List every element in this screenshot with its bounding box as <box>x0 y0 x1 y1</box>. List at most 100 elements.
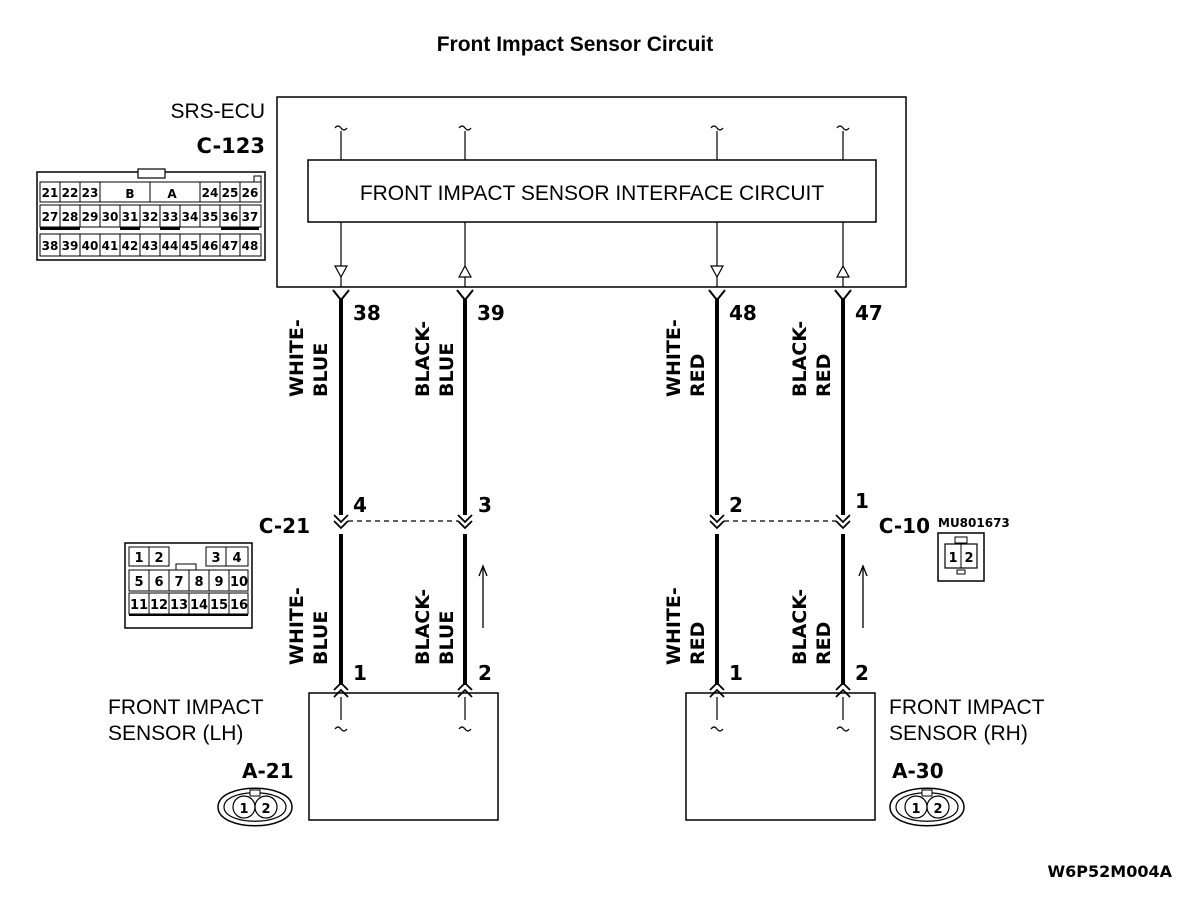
a30-pin: 1 <box>911 802 920 817</box>
c123-pin: 30 <box>102 210 119 224</box>
c123-pin: 40 <box>82 239 99 253</box>
junction-symbols <box>333 514 851 530</box>
figure-code: W6P52M004A <box>1048 862 1173 881</box>
c123-pin: 44 <box>162 239 179 253</box>
junction-right-label: C-10 <box>879 514 930 538</box>
wire-color-label: RED <box>813 354 835 397</box>
terminal-number: 2 <box>855 661 869 685</box>
wire-color-label: RED <box>687 354 709 397</box>
c123-pin: 21 <box>42 186 59 200</box>
c123-pin: 23 <box>82 186 99 200</box>
arrow-down-icon <box>333 265 349 279</box>
c21-pin: 7 <box>174 575 183 590</box>
terminal-number: 38 <box>353 301 381 325</box>
wire-color-label: WHITE- <box>663 587 685 665</box>
arrow-down-icon <box>709 265 725 279</box>
wire-color-label: RED <box>813 622 835 665</box>
c123-pin: 43 <box>142 239 159 253</box>
wire-color-label: WHITE- <box>663 319 685 397</box>
c21-pin: 4 <box>232 551 241 566</box>
c123-pin: 28 <box>62 210 79 224</box>
wire-color-label: RED <box>687 622 709 665</box>
c10-pin: 2 <box>964 551 973 566</box>
terminal-number: 4 <box>353 493 367 517</box>
c21-pin: 9 <box>214 575 223 590</box>
c123-pin: 26 <box>242 186 259 200</box>
junction-left-label: C-21 <box>259 514 310 538</box>
terminal-number: 1 <box>729 661 743 685</box>
interface-circuit-box <box>307 159 877 223</box>
break-symbol <box>458 726 472 732</box>
wire-color-labels-lower: WHITE- BLUE BLACK- BLUE WHITE- RED BLACK… <box>286 587 835 665</box>
break-symbol <box>710 726 724 732</box>
c123-connector-face: 21 22 23 B A 24 25 26 27 28 29 <box>36 168 266 261</box>
c21-pin: 11 <box>130 598 148 613</box>
terminal-number: 1 <box>855 489 869 513</box>
c123-pin: 29 <box>82 210 99 224</box>
c21-pin: 13 <box>170 598 188 613</box>
a21-pin: 2 <box>261 802 270 817</box>
terminal-number: 48 <box>729 301 757 325</box>
harness-wires <box>339 298 845 685</box>
sensor-rh-connector-label: A-30 <box>892 759 944 783</box>
sensor-terminal-symbols <box>333 681 851 698</box>
c123-pin: 32 <box>142 210 159 224</box>
a21-pin: 1 <box>239 802 248 817</box>
wire-color-label: BLACK- <box>789 589 811 665</box>
c123-pin: 46 <box>202 239 219 253</box>
a30-connector-face: 1 2 <box>889 787 965 827</box>
break-symbol <box>458 125 472 131</box>
sensor-rh-label-line1: FRONT IMPACT <box>889 696 1045 719</box>
wire-color-label: BLACK- <box>412 589 434 665</box>
break-symbol <box>334 726 348 732</box>
a30-pin: 2 <box>933 802 942 817</box>
a21-connector-face: 1 2 <box>217 787 293 827</box>
c10-pin: 1 <box>948 551 957 566</box>
diagram-title: Front Impact Sensor Circuit <box>437 33 714 56</box>
c123-pin: A <box>167 187 177 201</box>
c21-pin: 5 <box>134 575 143 590</box>
direction-arrows <box>478 564 868 628</box>
arrow-up-icon <box>835 264 851 278</box>
wire-color-label: BLUE <box>310 611 332 665</box>
wire-color-label: BLUE <box>436 343 458 397</box>
ecu-internal-lines <box>333 125 851 287</box>
c123-pin: 24 <box>202 186 219 200</box>
c21-pin: 10 <box>230 575 248 590</box>
wire-color-label: WHITE- <box>286 319 308 397</box>
front-impact-sensor-rh: FRONT IMPACT SENSOR (RH) A-30 1 2 <box>685 692 1045 827</box>
terminal-number: 3 <box>478 493 492 517</box>
c123-pin: 38 <box>42 239 59 253</box>
ecu-terminal-forks <box>332 289 852 302</box>
ecu-label: SRS-ECU <box>170 100 265 123</box>
c21-pin: 3 <box>211 551 220 566</box>
c21-pin: 12 <box>150 598 168 613</box>
c21-pin: 8 <box>194 575 203 590</box>
c123-pin: B <box>125 187 134 201</box>
c21-connector-face: 1 2 3 4 5 6 7 8 9 10 11 12 13 14 15 16 <box>124 542 253 629</box>
sensor-lh-label-line1: FRONT IMPACT <box>108 696 264 719</box>
sensor-lh-label-line2: SENSOR (LH) <box>108 722 243 745</box>
part-number: MU801673 <box>938 516 1010 530</box>
arrow-up-icon <box>457 264 473 278</box>
c21-pin: 14 <box>190 598 208 613</box>
terminal-number: 47 <box>855 301 883 325</box>
c123-pin: 27 <box>42 210 59 224</box>
c10-connector-face: 1 2 <box>937 532 985 582</box>
c123-pin: 33 <box>162 210 179 224</box>
c123-pin: 31 <box>122 210 139 224</box>
break-symbol <box>710 125 724 131</box>
c123-pin: 25 <box>222 186 239 200</box>
front-impact-sensor-lh: FRONT IMPACT SENSOR (LH) A-21 1 2 <box>108 692 499 827</box>
c21-pin: 6 <box>154 575 163 590</box>
c123-pin: 42 <box>122 239 139 253</box>
wire-color-label: BLUE <box>310 343 332 397</box>
c21-pin: 2 <box>154 551 163 566</box>
c123-pin: 35 <box>202 210 219 224</box>
terminal-number: 2 <box>478 661 492 685</box>
terminal-number: 39 <box>477 301 505 325</box>
break-symbol <box>836 125 850 131</box>
wire-color-label: WHITE- <box>286 587 308 665</box>
c123-pin: 34 <box>182 210 199 224</box>
